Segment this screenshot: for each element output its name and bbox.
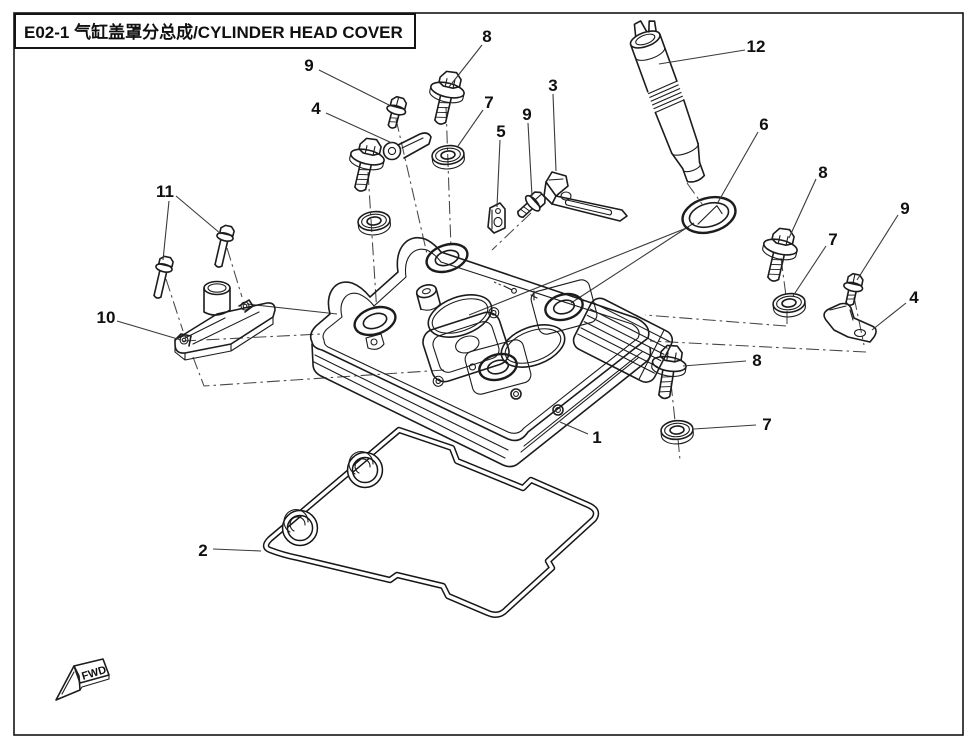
part-7-washer-left: [356, 209, 393, 238]
assembly-axis-lines: [165, 106, 867, 461]
callout-leader-3: [552, 93, 557, 172]
part-8-flange-bolt-right: [755, 223, 803, 286]
callout-leader-7: [457, 109, 484, 147]
cover-tiny-fastener-detail: [493, 281, 538, 301]
callout-leader-4: [325, 112, 393, 144]
part-4-clamp-right: [823, 302, 877, 343]
callout-label-5: 5: [496, 122, 505, 141]
callout-leader-8: [448, 44, 483, 88]
cover-boss-left: [353, 305, 397, 337]
cover-ribbed-block: [572, 297, 674, 383]
callout-label-2: 2: [198, 541, 207, 560]
callout-leader-6: [716, 131, 759, 205]
callout-label-1: 1: [592, 428, 601, 447]
part-3-bracket-strip: [543, 171, 628, 222]
callout-label-9: 9: [900, 199, 909, 218]
callout-label-7: 7: [762, 415, 771, 434]
callout-leader-7: [693, 424, 757, 430]
drawing-frame: [13, 12, 964, 736]
callout-label-10: 10: [97, 308, 116, 327]
part-12-spark-plug-sleeve: [629, 20, 706, 183]
part-1-cylinder-head-cover: [309, 236, 674, 468]
part-8-flange-bolt-top: [422, 66, 470, 129]
callout-label-11: 11: [156, 182, 174, 201]
part-7-washer-right: [771, 291, 808, 320]
callout-label-9: 9: [304, 56, 313, 75]
part-8-flange-bolt-left: [342, 133, 390, 196]
callout-label-3: 3: [548, 76, 557, 95]
part-6-seal-ring: [681, 195, 737, 235]
cover-oval-groove-right: [500, 324, 566, 368]
cover-breather-frame: [422, 307, 510, 387]
callout-label-4: 4: [909, 288, 919, 307]
callout-leader-10: [116, 320, 182, 341]
callout-label-8: 8: [482, 27, 491, 46]
callout-label-6: 6: [759, 115, 768, 134]
callout-leader-9: [318, 69, 390, 106]
callout-leader-2: [212, 548, 262, 552]
callout-leader-11: [175, 195, 222, 235]
callout-label-8: 8: [752, 351, 761, 370]
callout-label-7: 7: [828, 230, 837, 249]
cover-port-right: [530, 279, 598, 335]
callout-leader-8: [788, 178, 817, 239]
part-9-bolt-top-left: [381, 94, 410, 132]
cover-oval-groove-left: [427, 294, 493, 338]
callout-leader-9: [856, 214, 899, 281]
callout-label-8: 8: [818, 163, 827, 182]
callout-leader-12: [658, 49, 746, 65]
callout-leader-8: [682, 360, 747, 367]
diagram-title: E02-1 气缸盖罩分总成/CYLINDER HEAD COVER: [24, 23, 403, 42]
part-4-clamp-left: [382, 132, 432, 161]
part-5-clip-bracket: [487, 202, 506, 234]
part-7-washer-bottom: [659, 418, 695, 446]
part-11-stud-right: [209, 223, 237, 270]
callout-leader-7: [792, 245, 827, 297]
callout-leader-4: [871, 302, 907, 331]
diagram-title-box: E02-1 气缸盖罩分总成/CYLINDER HEAD COVER: [14, 13, 416, 49]
part-11-stud-left: [148, 254, 176, 301]
callout-leader-11: [162, 200, 170, 261]
callout-label-7: 7: [484, 93, 493, 112]
callout-leader-9: [527, 122, 533, 197]
callout-leader-5: [496, 139, 501, 208]
callout-leader-1: [559, 421, 589, 435]
callout-label-4: 4: [311, 99, 321, 118]
fwd-direction-marker: FWD: [55, 658, 110, 701]
callout-label-9: 9: [522, 105, 531, 124]
part-2-cover-gasket: [262, 426, 600, 618]
part-9-bolt-right: [839, 271, 867, 308]
part-9-bolt-center: [511, 186, 550, 224]
part-10-breather-cover: [174, 280, 276, 361]
callout-label-12: 12: [747, 37, 766, 56]
association-lines: [246, 222, 695, 316]
cover-boss-front: [425, 242, 469, 274]
cover-bolt-tower: [415, 284, 442, 311]
